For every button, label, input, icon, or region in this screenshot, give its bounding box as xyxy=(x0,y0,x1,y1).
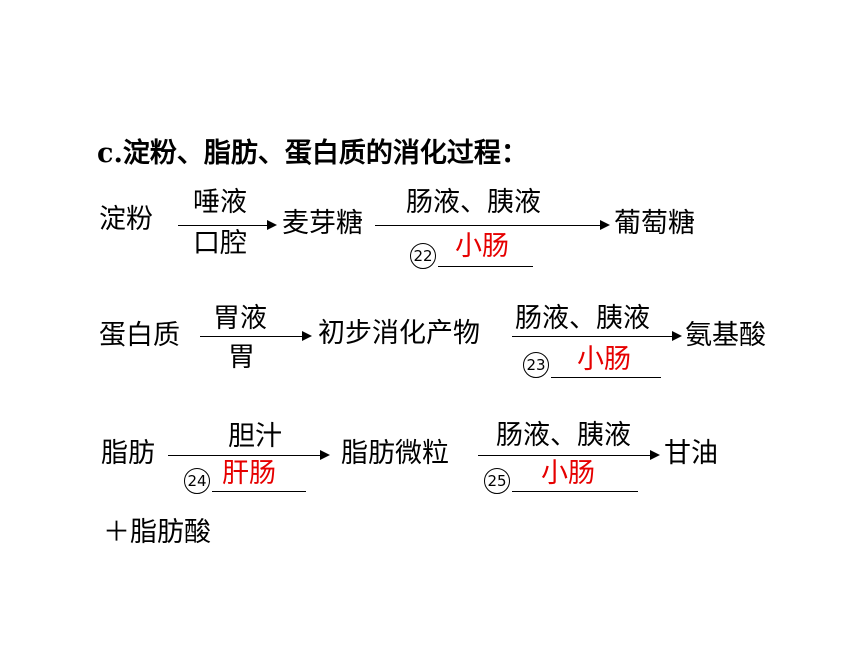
protein-substrate: 蛋白质 xyxy=(99,320,180,351)
starch-intermediate: 麦芽糖 xyxy=(282,208,363,239)
protein-step2-enzyme: 肠液、胰液 xyxy=(515,303,650,334)
blank-underline-23 xyxy=(551,377,661,378)
blank-underline-25 xyxy=(512,491,638,492)
starch-product: 葡萄糖 xyxy=(614,208,695,239)
heading: c.淀粉、脂肪、蛋白质的消化过程： xyxy=(97,138,528,169)
protein-step2-arrow xyxy=(512,331,682,341)
blank-number-24: 24 xyxy=(184,468,210,494)
starch-step2-arrow xyxy=(375,220,610,230)
fat-step2-arrow xyxy=(478,450,660,460)
blank-number-23: 23 xyxy=(523,352,549,378)
starch-step1-enzyme: 唾液 xyxy=(193,187,247,218)
protein-step1-enzyme: 胃液 xyxy=(213,303,267,334)
blank-underline-24 xyxy=(212,491,306,492)
fat-product-extra: ＋脂肪酸 xyxy=(103,517,211,548)
fat-substrate: 脂肪 xyxy=(101,438,155,469)
starch-substrate: 淀粉 xyxy=(99,204,153,235)
blank-underline-22 xyxy=(438,266,533,267)
fat-product: 甘油 xyxy=(664,438,718,469)
fat-intermediate: 脂肪微粒 xyxy=(341,438,449,469)
fat-step1-answer: 肝肠 xyxy=(222,458,276,489)
starch-step1-arrow xyxy=(178,220,277,230)
starch-step2-answer: 小肠 xyxy=(455,231,509,262)
fat-step1-arrow xyxy=(168,450,330,460)
protein-product: 氨基酸 xyxy=(685,320,766,351)
fat-step1-enzyme: 胆汁 xyxy=(228,421,282,452)
fat-step2-enzyme: 肠液、胰液 xyxy=(496,420,631,451)
protein-step2-answer: 小肠 xyxy=(577,344,631,375)
fat-step2-answer: 小肠 xyxy=(541,458,595,489)
protein-step1-site: 胃 xyxy=(228,342,255,373)
starch-step1-site: 口腔 xyxy=(193,228,247,259)
protein-step1-arrow xyxy=(200,331,312,341)
blank-number-25: 25 xyxy=(484,468,510,494)
starch-step2-enzyme: 肠液、胰液 xyxy=(406,187,541,218)
protein-intermediate: 初步消化产物 xyxy=(318,318,480,349)
blank-number-22: 22 xyxy=(410,243,436,269)
